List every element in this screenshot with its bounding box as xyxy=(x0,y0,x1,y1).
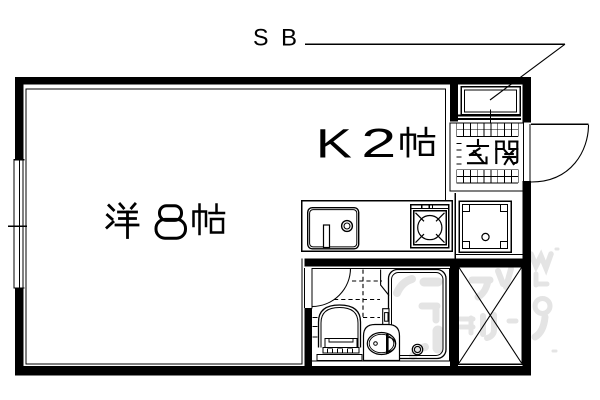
svg-text:2: 2 xyxy=(361,120,396,166)
svg-text:S: S xyxy=(253,24,269,51)
svg-text:K: K xyxy=(316,120,352,166)
svg-text:B: B xyxy=(281,24,297,51)
